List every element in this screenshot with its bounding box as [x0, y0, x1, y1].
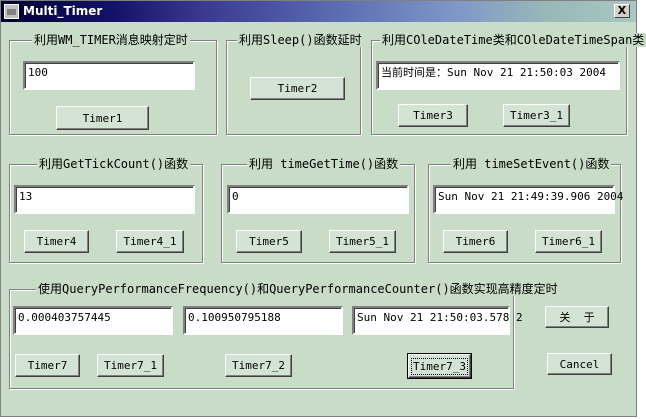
- group-queryperformance: 使用QueryPerformanceFrequency()和QueryPerfo…: [9, 282, 560, 389]
- cancel-button-label: Cancel: [559, 357, 600, 371]
- timer4-button[interactable]: Timer4: [24, 230, 89, 253]
- timer7-frequency-field[interactable]: 0.000403757445: [13, 306, 173, 335]
- timer4-1-button-label: Timer4_1: [123, 235, 177, 248]
- timer6-1-button[interactable]: Timer6_1: [535, 230, 602, 253]
- timer1-button[interactable]: Timer1: [56, 106, 149, 130]
- timer2-button-label: Timer2: [277, 82, 318, 95]
- timer6-button-label: Timer6: [455, 235, 496, 248]
- timer4-output-field[interactable]: 13: [14, 185, 195, 214]
- timer4-1-button[interactable]: Timer4_1: [116, 230, 184, 253]
- timer7-1-button-label: Timer7_1: [104, 359, 157, 372]
- group-timegettime: 利用 timeGetTime()函数: [221, 157, 415, 263]
- group-gettickcount: 利用GetTickCount()函数: [9, 157, 203, 263]
- timer7-counter-field[interactable]: 0.100950795188: [183, 306, 343, 335]
- timer5-button[interactable]: Timer5: [236, 230, 302, 253]
- timer7-time-field[interactable]: Sun Nov 21 21:50:03.578 2: [352, 306, 523, 335]
- about-button-label: 关 于: [559, 311, 595, 324]
- timer5-button-label: Timer5: [249, 235, 289, 248]
- timer1-button-label: Timer1: [82, 111, 123, 125]
- timer6-output-field[interactable]: Sun Nov 21 21:49:39.906 2004: [433, 185, 623, 214]
- group-gettickcount-label: 利用GetTickCount()函数: [37, 157, 191, 171]
- timer6-button[interactable]: Timer6: [443, 230, 508, 253]
- window-title: Multi_Timer: [23, 4, 103, 18]
- timer3-button-label: Timer3: [413, 109, 453, 122]
- group-sleep: 利用Sleep()函数延时: [226, 33, 364, 135]
- group-timesetevent: 利用 timeSetEvent()函数: [428, 157, 621, 263]
- timer5-1-button-label: Timer5_1: [336, 235, 389, 248]
- group-timesetevent-label: 利用 timeSetEvent()函数: [451, 157, 612, 171]
- group-timegettime-label: 利用 timeGetTime()函数: [247, 157, 401, 171]
- timer7-3-button-label: Timer7_3: [411, 357, 468, 375]
- group-wm-timer: 利用WM_TIMER消息映射定时: [9, 33, 217, 135]
- timer3-output-field[interactable]: 当前时间是：Sun Nov 21 21:50:03 2004: [376, 61, 620, 90]
- timer3-1-button[interactable]: Timer3_1: [503, 104, 570, 127]
- timer3-1-button-label: Timer3_1: [510, 109, 563, 122]
- timer7-button-label: Timer7: [27, 359, 68, 372]
- timer7-button[interactable]: Timer7: [15, 354, 80, 377]
- timer7-3-button[interactable]: Timer7_3: [407, 353, 472, 379]
- timer1-output-field[interactable]: 100: [23, 61, 195, 90]
- timer2-button[interactable]: Timer2: [250, 77, 345, 100]
- group-queryperformance-label: 使用QueryPerformanceFrequency()和QueryPerfo…: [36, 282, 560, 296]
- about-button[interactable]: 关 于: [545, 306, 609, 328]
- timer5-output-field[interactable]: 0: [227, 185, 409, 214]
- timer3-button[interactable]: Timer3: [398, 104, 468, 127]
- group-coledatetime-label: 利用COleDateTime类和COleDateTimeSpan类: [380, 33, 646, 47]
- timer5-1-button[interactable]: Timer5_1: [329, 230, 396, 253]
- group-coledatetime: 利用COleDateTime类和COleDateTimeSpan类: [371, 33, 646, 135]
- group-sleep-label: 利用Sleep()函数延时: [237, 33, 364, 47]
- timer7-2-button-label: Timer7_2: [232, 359, 285, 372]
- close-button[interactable]: X: [614, 4, 630, 18]
- group-wm-timer-label: 利用WM_TIMER消息映射定时: [32, 33, 190, 47]
- timer7-1-button[interactable]: Timer7_1: [97, 354, 164, 377]
- title-bar[interactable]: Multi_Timer X: [1, 1, 636, 22]
- app-icon[interactable]: [4, 4, 19, 19]
- cancel-button[interactable]: Cancel: [547, 353, 612, 375]
- timer7-2-button[interactable]: Timer7_2: [225, 354, 292, 377]
- timer6-1-button-label: Timer6_1: [542, 235, 595, 248]
- timer4-button-label: Timer4: [36, 235, 77, 248]
